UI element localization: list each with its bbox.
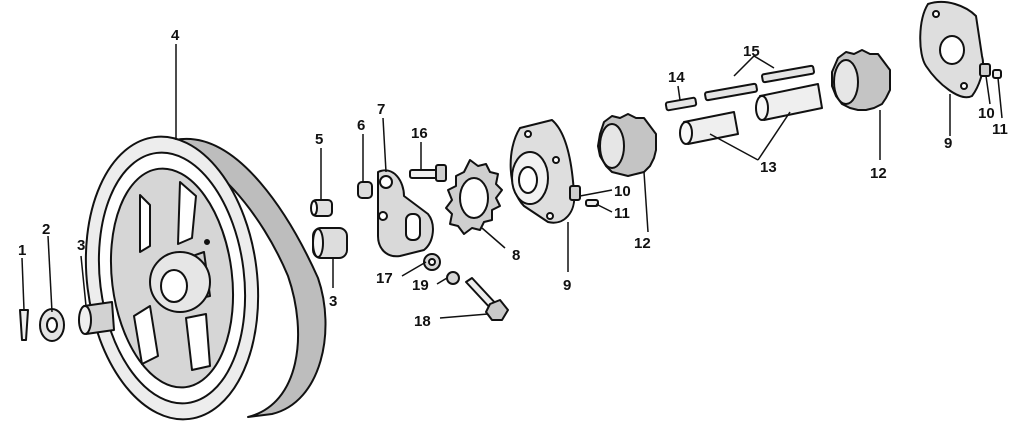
callout-12-right: 12 bbox=[870, 165, 887, 182]
callout-10-right: 10 bbox=[978, 105, 995, 122]
callout-10-center: 10 bbox=[614, 183, 631, 200]
end-plate bbox=[919, 0, 1002, 99]
cotter-pin bbox=[19, 309, 29, 341]
bushing-small bbox=[310, 199, 333, 217]
callout-6: 6 bbox=[357, 117, 365, 134]
leader-lines bbox=[21, 44, 1003, 319]
pump-housing bbox=[509, 119, 599, 224]
pulley-drum bbox=[84, 135, 327, 421]
callout-3-left: 3 bbox=[77, 237, 85, 254]
callout-12-center: 12 bbox=[634, 235, 651, 252]
callout-5: 5 bbox=[315, 131, 323, 148]
callout-9-right: 9 bbox=[944, 135, 952, 152]
gerotor-rotor-left bbox=[597, 113, 657, 177]
bushing-large bbox=[312, 227, 348, 259]
callout-19: 19 bbox=[412, 277, 429, 294]
callout-13: 13 bbox=[760, 159, 777, 176]
gerotor-rotor-right bbox=[831, 49, 891, 111]
long-key-1 bbox=[704, 82, 758, 102]
callout-4: 4 bbox=[171, 27, 180, 44]
callout-17: 17 bbox=[376, 270, 393, 287]
lock-washer bbox=[446, 271, 460, 285]
callout-2: 2 bbox=[42, 221, 50, 238]
callout-11-right: 11 bbox=[992, 121, 1008, 138]
adjusting-screw bbox=[409, 164, 447, 182]
callout-11-center: 11 bbox=[614, 205, 630, 222]
callout-3-middle: 3 bbox=[329, 293, 337, 310]
drive-gear bbox=[445, 159, 503, 235]
callout-7: 7 bbox=[377, 101, 385, 118]
nut bbox=[423, 253, 441, 271]
mounting-bracket bbox=[377, 169, 434, 258]
shaft-long bbox=[755, 83, 823, 121]
callout-1: 1 bbox=[18, 242, 26, 259]
washer bbox=[39, 308, 65, 342]
long-key-2 bbox=[761, 64, 815, 84]
callout-labels: 1 2 3 4 5 3 6 7 16 17 19 18 8 9 10 11 12… bbox=[18, 27, 1008, 330]
bushing-left bbox=[78, 301, 115, 335]
pin-bushing bbox=[357, 181, 373, 199]
callout-9-center: 9 bbox=[563, 277, 571, 294]
hex-bolt bbox=[465, 277, 509, 321]
callout-18: 18 bbox=[414, 313, 431, 330]
callout-16: 16 bbox=[411, 125, 428, 142]
small-key bbox=[664, 96, 698, 112]
shaft-short bbox=[679, 111, 739, 145]
callout-14: 14 bbox=[668, 69, 685, 86]
callout-15: 15 bbox=[743, 43, 760, 60]
callout-8: 8 bbox=[512, 247, 520, 264]
